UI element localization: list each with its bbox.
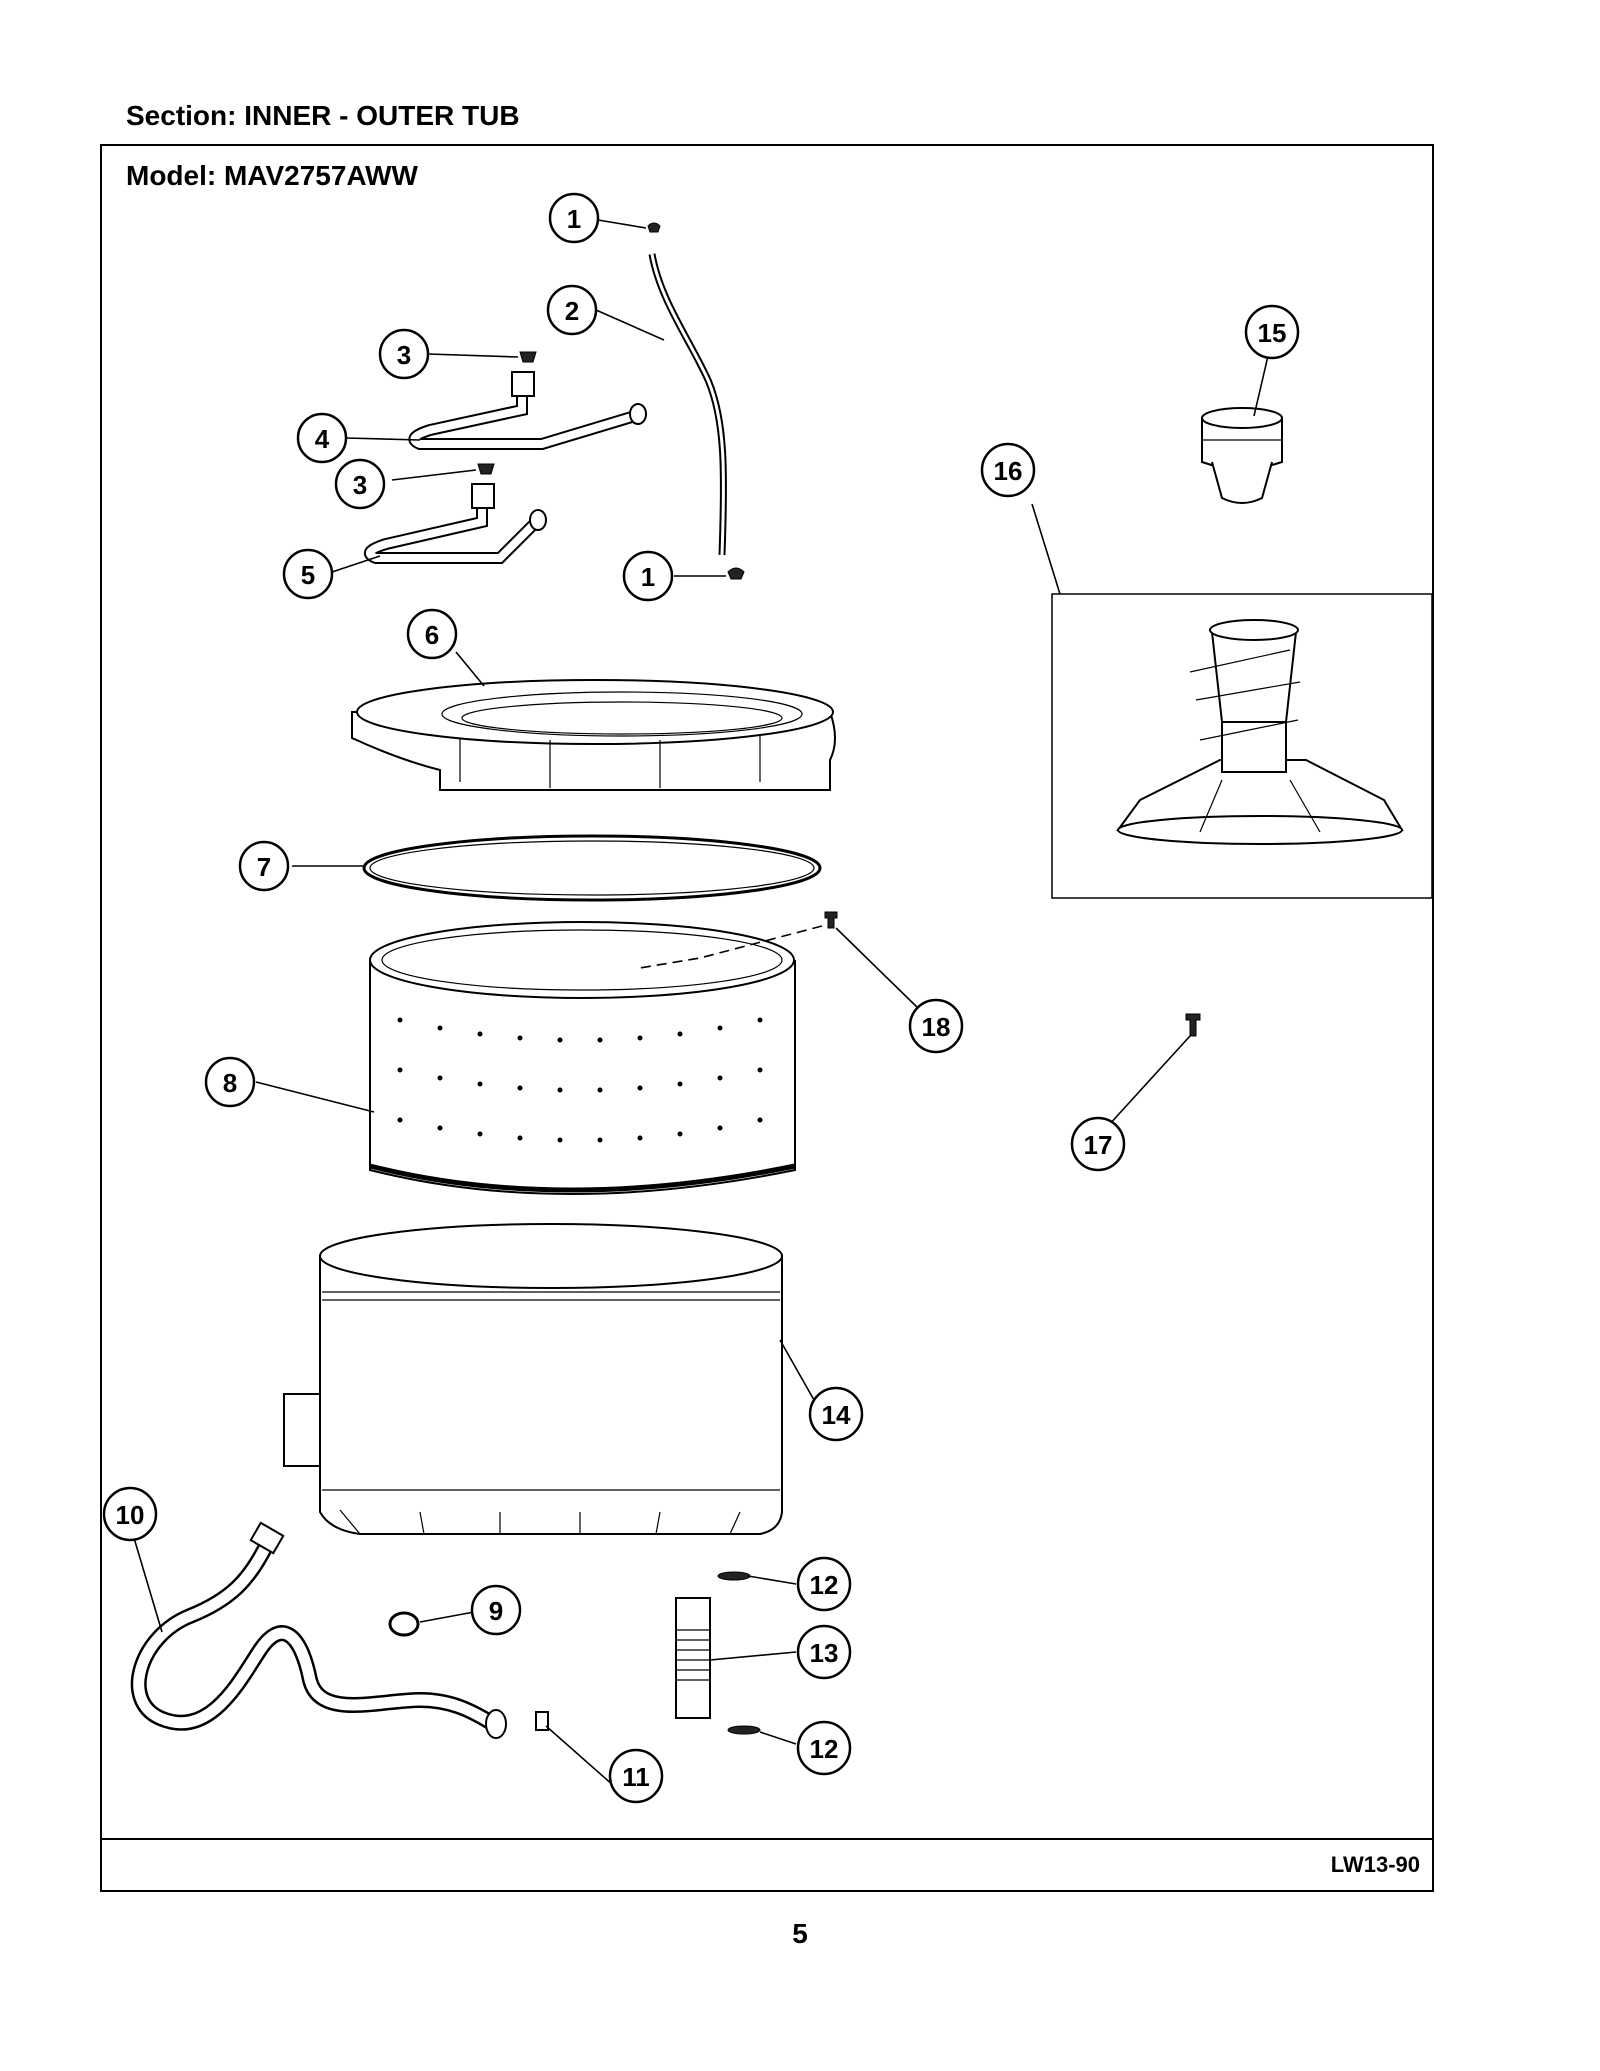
callout-12-lower: 12 — [796, 1720, 852, 1776]
svg-text:3: 3 — [353, 470, 367, 500]
svg-text:12: 12 — [810, 1570, 839, 1600]
callout-2: 2 — [546, 284, 598, 336]
drain-hose-part-10 — [130, 1521, 507, 1739]
callout-15: 15 — [1244, 304, 1300, 360]
agitator-part-16 — [1116, 619, 1404, 845]
svg-text:4: 4 — [315, 424, 330, 454]
tub-gasket-part-7 — [362, 834, 822, 902]
cap-part-lower — [477, 463, 495, 475]
svg-text:14: 14 — [822, 1400, 851, 1430]
diagram-frame — [100, 144, 1434, 1892]
svg-text:1: 1 — [567, 204, 581, 234]
balance-ring-part-6 — [351, 679, 836, 791]
svg-text:12: 12 — [810, 1734, 839, 1764]
callout-9: 9 — [470, 1584, 522, 1636]
svg-text:10: 10 — [116, 1500, 145, 1530]
hose-clamp-part-9 — [388, 1611, 420, 1637]
tube-part — [648, 253, 728, 556]
inner-basket-part-8 — [369, 921, 796, 1195]
filter-cap-part-15 — [1201, 407, 1283, 504]
footer-divider — [100, 1838, 1434, 1840]
drawing-code: LW13-90 — [1330, 1852, 1420, 1877]
section-title: Section: INNER - OUTER TUB — [126, 100, 520, 131]
svg-text:11: 11 — [622, 1762, 650, 1792]
bellows-part-13 — [675, 1597, 711, 1719]
gasket-part-12-upper — [717, 1571, 751, 1581]
callout-1-top: 1 — [548, 192, 600, 244]
callout-3-lower: 3 — [334, 458, 386, 510]
outer-tub-part-14 — [283, 1223, 783, 1535]
callout-8: 8 — [204, 1056, 256, 1108]
gasket-part-12-lower — [727, 1725, 761, 1735]
callout-13: 13 — [796, 1624, 852, 1680]
svg-text:16: 16 — [994, 456, 1023, 486]
callout-1-bottom: 1 — [622, 550, 674, 602]
callout-16: 16 — [980, 442, 1036, 498]
svg-text:7: 7 — [257, 852, 271, 882]
svg-text:6: 6 — [425, 620, 439, 650]
screw-part-18 — [639, 911, 838, 969]
inlet-hose-part-4 — [408, 371, 647, 450]
svg-text:9: 9 — [489, 1596, 503, 1626]
callout-7: 7 — [238, 840, 290, 892]
callout-10: 10 — [102, 1486, 158, 1542]
callout-6: 6 — [406, 608, 458, 660]
callout-5: 5 — [282, 548, 334, 600]
callout-17: 17 — [1070, 1116, 1126, 1172]
inset-box-16 — [1051, 593, 1433, 899]
page-number: 5 — [792, 1918, 808, 1949]
svg-text:1: 1 — [641, 562, 655, 592]
callout-12-upper: 12 — [796, 1556, 852, 1612]
svg-text:13: 13 — [810, 1638, 839, 1668]
svg-text:2: 2 — [565, 296, 579, 326]
callout-14: 14 — [808, 1386, 864, 1442]
callout-18: 18 — [908, 998, 964, 1054]
svg-text:15: 15 — [1258, 318, 1287, 348]
callout-3-upper: 3 — [378, 328, 430, 380]
callout-4: 4 — [296, 412, 348, 464]
model-title: Model: MAV2757AWW — [126, 160, 418, 191]
leader-lines — [133, 219, 1269, 1787]
svg-text:3: 3 — [397, 340, 411, 370]
svg-text:8: 8 — [223, 1068, 237, 1098]
hose-clip-part-11 — [535, 1711, 549, 1731]
screw-part-17 — [1185, 1013, 1201, 1037]
svg-text:5: 5 — [301, 560, 315, 590]
svg-text:18: 18 — [922, 1012, 951, 1042]
callout-11: 11 — [608, 1748, 664, 1804]
cap-part-upper — [519, 351, 537, 363]
clip-part-bottom — [727, 567, 745, 580]
clip-part-top — [647, 222, 661, 233]
svg-text:17: 17 — [1084, 1130, 1113, 1160]
inlet-hose-part-5 — [363, 483, 547, 564]
